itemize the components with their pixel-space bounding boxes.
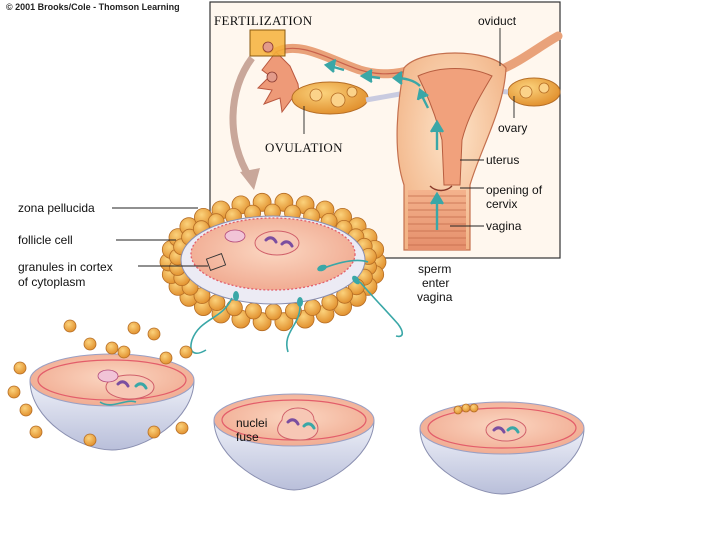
left-ovary	[291, 81, 401, 115]
label-ovary: ovary	[498, 121, 528, 135]
free-follicle-cell	[175, 421, 189, 435]
label-oviduct: oviduct	[478, 14, 517, 28]
sperm-path-arrows	[323, 58, 445, 230]
label-opening-of-cervix-1: opening of	[486, 183, 543, 197]
label-fertilization: FERTILIZATION	[214, 13, 313, 28]
label-ovulation: OVULATION	[265, 140, 343, 155]
label-sperm: sperm	[418, 262, 452, 276]
follicle-cell	[304, 299, 321, 317]
free-follicle-cell	[117, 345, 131, 359]
free-follicle-cell	[83, 433, 97, 447]
free-follicle-cell	[147, 425, 161, 439]
free-follicle-cell	[29, 425, 43, 439]
bowl-stage-3	[419, 401, 585, 495]
follicle-cell	[245, 302, 262, 320]
inset-leaders	[303, 28, 515, 227]
label-granules-1: granules in cortex	[18, 260, 113, 274]
label-zona-pellucida: zona pellucida	[18, 201, 95, 215]
label-opening-of-cervix-2: cervix	[486, 197, 518, 211]
free-follicle-cell	[83, 337, 97, 351]
free-follicle-cell	[7, 385, 21, 399]
label-vagina-2: vagina	[417, 290, 453, 304]
label-nuclei: nuclei	[236, 416, 268, 430]
sperm-tails	[190, 259, 404, 354]
label-enter: enter	[422, 276, 450, 290]
bowl-stage-1	[7, 319, 195, 451]
egg-leaders	[112, 207, 208, 267]
free-follicle-cell	[13, 361, 27, 375]
copyright-text: © 2001 Brooks/Cole - Thomson Learning	[6, 2, 180, 12]
granule-box	[205, 253, 227, 271]
free-follicle-cell	[63, 319, 77, 333]
free-follicle-cell	[147, 327, 161, 341]
follicle-cells-ring	[159, 192, 387, 332]
label-follicle-cell: follicle cell	[18, 233, 73, 247]
egg-with-corona	[159, 192, 404, 354]
label-uterus: uterus	[486, 153, 520, 167]
free-follicle-cell	[127, 321, 141, 335]
free-follicle-cell	[159, 351, 173, 365]
egg-nucleus	[254, 230, 300, 256]
bowl-stage-2	[213, 393, 375, 491]
follicle-cell	[265, 303, 282, 321]
free-follicle-cells	[7, 319, 193, 447]
label-fuse: fuse	[236, 430, 259, 444]
free-follicle-cell	[19, 403, 33, 417]
label-vagina: vagina	[486, 219, 522, 233]
label-granules-2: of cytoplasm	[18, 275, 86, 289]
right-ovary	[485, 77, 561, 107]
free-follicle-cell	[105, 341, 119, 355]
follicle-cell	[225, 299, 243, 317]
free-follicle-cell	[179, 345, 193, 359]
zoom-arrow	[229, 55, 255, 180]
